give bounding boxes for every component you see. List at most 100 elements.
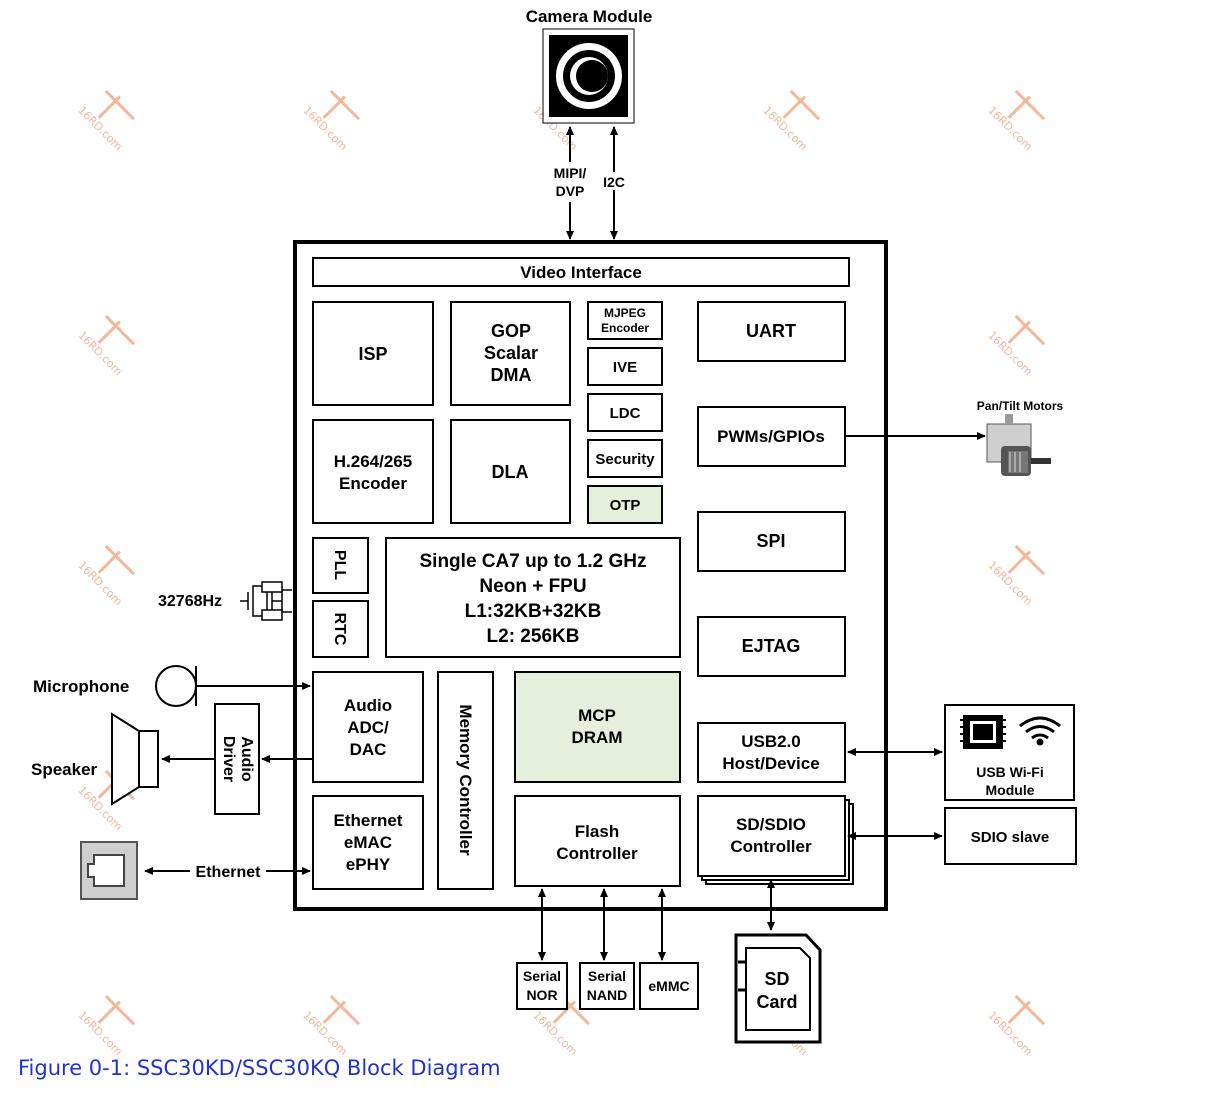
serial-nand-label: Serial xyxy=(588,968,626,984)
sd-card-icon xyxy=(734,933,822,1044)
scalar-label: Scalar xyxy=(484,343,538,363)
cpu-l2-label: L2: 256KB xyxy=(487,626,580,647)
dvp-label: DVP xyxy=(556,183,585,199)
svg-text:16RD.com: 16RD.com xyxy=(75,1009,125,1059)
emmc-label: eMMC xyxy=(648,978,689,994)
svg-text:16RD.com: 16RD.com xyxy=(530,1009,580,1059)
nand-label: NAND xyxy=(587,987,627,1003)
serial-nor-block xyxy=(516,962,568,1010)
h264-label: H.264/265 xyxy=(334,452,412,471)
memory-controller-block xyxy=(437,671,494,890)
svg-text:16RD.com: 16RD.com xyxy=(760,104,810,154)
usb-wifi-label: USB Wi-Fi xyxy=(976,764,1044,780)
uart-label: UART xyxy=(746,321,796,341)
microphone-label: Microphone xyxy=(33,677,129,696)
mcp-dram-block xyxy=(514,671,681,783)
watermark-logo: 16RD.com xyxy=(985,544,1046,609)
adc-label: ADC/ xyxy=(347,718,389,737)
microphone-icon xyxy=(155,665,197,707)
svg-text:16RD.com: 16RD.com xyxy=(75,104,125,154)
mjpeg-label: MJPEG xyxy=(604,306,646,320)
memory-controller-label: Memory Controller xyxy=(456,704,475,856)
gop-label: GOP xyxy=(491,321,531,341)
ive-block xyxy=(587,347,663,386)
ethernet-block xyxy=(312,795,424,890)
flash-controller-label: Controller xyxy=(556,844,638,863)
sd-card-label1: SD xyxy=(764,969,789,989)
watermark-logo: 16RD.com xyxy=(75,544,136,609)
watermark-logo: 16RD.com xyxy=(75,994,136,1059)
spi-block xyxy=(697,511,846,572)
watermark-logo: 16RD.com xyxy=(75,314,136,379)
video-interface-label: Video Interface xyxy=(520,263,642,282)
usb-block xyxy=(697,722,846,783)
nor-label: NOR xyxy=(526,987,557,1003)
pll-block xyxy=(312,537,369,594)
security-label: Security xyxy=(595,451,655,468)
isp-block xyxy=(312,301,434,406)
watermark-logo: 16RD.com xyxy=(760,89,821,154)
sdio-slave-block xyxy=(944,807,1077,865)
dla-block xyxy=(450,419,571,524)
camera-module-title: Camera Module xyxy=(526,7,653,26)
rtc-label: RTC xyxy=(331,613,348,646)
sdio-slave-label: SDIO slave xyxy=(971,829,1049,846)
watermark-logo: 16RD.com xyxy=(75,89,136,154)
ejtag-label: EJTAG xyxy=(742,636,801,656)
mipi-label: MIPI/ xyxy=(554,165,587,181)
video-interface-block xyxy=(312,257,850,287)
dac-label: DAC xyxy=(350,740,387,759)
pwm-gpio-label: PWMs/GPIOs xyxy=(717,427,825,446)
sdio-controller-label: Controller xyxy=(730,837,812,856)
cpu-l1-label: L1:32KB+32KB xyxy=(465,601,602,622)
h264-encoder-label: Encoder xyxy=(339,474,407,493)
svg-text:16RD.com: 16RD.com xyxy=(75,559,125,609)
crystal-icon xyxy=(240,581,292,621)
mcp-label: MCP xyxy=(578,706,616,725)
audio-driver-label2: Driver xyxy=(220,736,237,782)
serial-nand-block xyxy=(579,962,635,1010)
ldc-label: LDC xyxy=(610,405,641,422)
h264-block xyxy=(312,419,434,524)
usb-label: USB2.0 xyxy=(741,732,801,751)
audio-driver-label1: Audio xyxy=(238,736,255,782)
pwm-gpio-block xyxy=(697,406,846,467)
emac-label: eMAC xyxy=(344,833,392,852)
otp-label: OTP xyxy=(610,497,641,514)
svg-text:16RD.com: 16RD.com xyxy=(985,559,1035,609)
sd-card-label2: Card xyxy=(756,992,797,1012)
serial-nor-label: Serial xyxy=(523,968,561,984)
ephy-label: ePHY xyxy=(346,855,391,874)
audio-block xyxy=(312,671,424,783)
svg-text:16RD.com: 16RD.com xyxy=(75,329,125,379)
watermark-logo: 16RD.com xyxy=(985,89,1046,154)
ive-label: IVE xyxy=(613,359,637,376)
svg-text:16RD.com: 16RD.com xyxy=(985,1009,1035,1059)
sdio-label: SD/SDIO xyxy=(736,815,806,834)
camera-icon xyxy=(542,28,635,124)
cpu-core-label: Single CA7 up to 1.2 GHz xyxy=(420,551,647,572)
pan-tilt-label: Pan/Tilt Motors xyxy=(977,399,1064,413)
svg-text:16RD.com: 16RD.com xyxy=(985,329,1035,379)
flash-label: Flash xyxy=(575,822,619,841)
usb-wifi-module-label: Module xyxy=(986,782,1035,798)
ldc-block xyxy=(587,393,663,432)
spi-label: SPI xyxy=(756,531,785,551)
ejtag-block xyxy=(697,616,846,677)
uart-block xyxy=(697,301,846,362)
dram-label: DRAM xyxy=(572,728,623,747)
i2c-label: I2C xyxy=(603,174,625,190)
rtc-block xyxy=(312,600,369,658)
svg-text:16RD.com: 16RD.com xyxy=(985,104,1035,154)
svg-text:16RD.com: 16RD.com xyxy=(300,104,350,154)
isp-label: ISP xyxy=(358,344,387,364)
otp-block xyxy=(587,485,663,524)
cpu-block xyxy=(385,537,681,658)
crystal-freq-label: 32768Hz xyxy=(158,593,222,610)
usb-mode-label: Host/Device xyxy=(722,754,819,773)
watermark-logo: 16RD.com xyxy=(985,994,1046,1059)
sdio-block xyxy=(697,795,846,877)
gop-block xyxy=(450,301,571,406)
security-block xyxy=(587,439,663,478)
